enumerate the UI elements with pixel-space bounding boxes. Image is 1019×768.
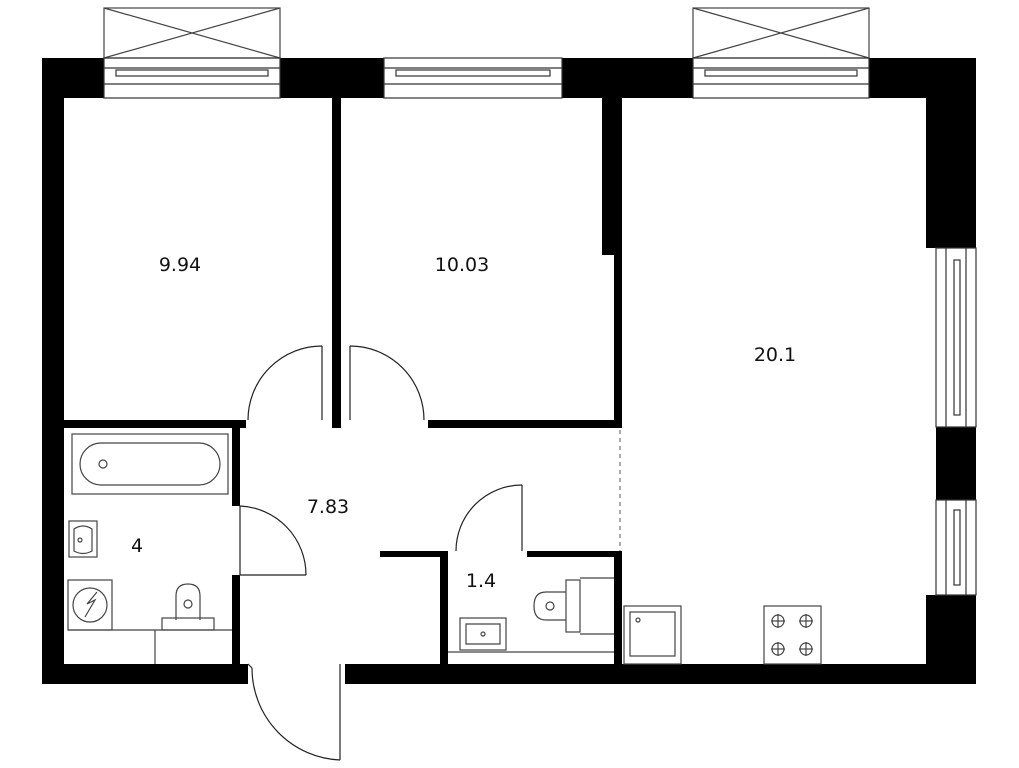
bathtub [71,433,229,495]
window-living-right-1 [935,247,977,428]
exterior-walls [42,58,976,684]
toilet [161,583,215,631]
window-bedroom-1 [103,57,281,99]
kitchen-sink [623,605,682,665]
door-bathroom [239,505,307,576]
door-entrance [247,663,341,761]
washing-machine [67,579,113,631]
area-bedroom-1: 9.94 [159,254,201,276]
window-living-top [692,57,870,99]
area-hallway: 7.83 [307,496,349,518]
window-living-right-2 [935,499,977,596]
door-bedroom-1 [247,345,323,421]
washbasin [68,520,98,558]
window-bedroom-2 [383,57,563,99]
wc-washbasin [448,617,614,653]
area-living-kitchen: 20.1 [754,344,796,366]
door-bedroom-2 [349,345,425,421]
wc-toilet [533,577,614,635]
area-bedroom-2: 10.03 [435,254,489,276]
door-wc [455,484,523,552]
area-wc: 1.4 [466,570,496,592]
balcony-right [692,7,870,59]
cooktop [763,605,822,665]
bathroom-counter [68,629,232,664]
interior-walls [64,98,622,664]
area-bathroom: 4 [131,535,143,557]
balcony-left [103,7,281,59]
